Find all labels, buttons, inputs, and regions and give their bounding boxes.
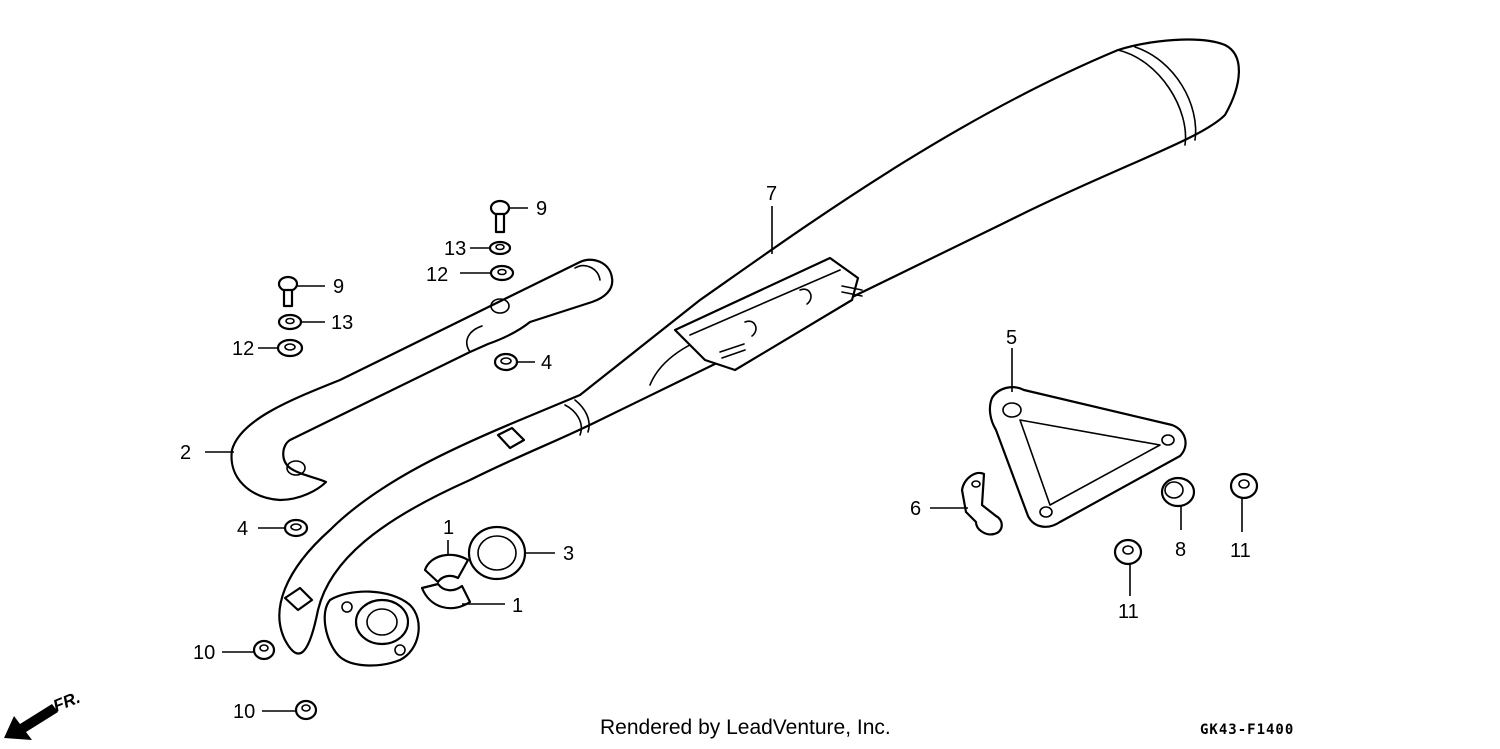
nut-part-11-left[interactable] (1113, 538, 1143, 566)
nut-part-4-lower[interactable] (283, 518, 309, 538)
callout-7: 7 (766, 183, 777, 205)
callout-1-lower: 1 (512, 595, 523, 617)
callout-11-left: 11 (1118, 601, 1139, 623)
front-direction-arrow: FR. (4, 688, 83, 740)
washer-part-13-lower[interactable] (277, 313, 303, 331)
callout-9-lower: 9 (333, 276, 344, 298)
callout-6: 6 (910, 498, 921, 520)
callout-4-lower: 4 (237, 518, 248, 540)
callout-11-right: 11 (1230, 540, 1251, 562)
washer-part-12-lower[interactable] (276, 338, 304, 358)
callout-9-upper: 9 (536, 198, 547, 220)
bracket-part-5[interactable] (988, 386, 1187, 528)
washer-part-13-upper[interactable] (488, 240, 512, 256)
callout-4-upper: 4 (541, 352, 552, 374)
callout-labels: 7 5 2 4 4 9 9 13 13 12 12 1 1 3 6 8 11 1… (180, 183, 1251, 723)
bolt-part-9-upper[interactable] (489, 199, 511, 234)
heat-shield-part-2[interactable] (230, 258, 614, 502)
callout-1-upper: 1 (443, 517, 454, 539)
washer-part-12-upper[interactable] (489, 264, 515, 282)
bolt-part-9-lower[interactable] (277, 275, 299, 308)
stay-part-6[interactable] (960, 471, 1003, 536)
nut-part-11-right[interactable] (1229, 472, 1259, 500)
callout-12-upper: 12 (426, 264, 448, 286)
ring-part-3[interactable] (467, 525, 527, 581)
nut-part-4-upper[interactable] (493, 352, 519, 372)
arrow-icon (4, 704, 58, 740)
callout-8: 8 (1175, 539, 1186, 561)
callout-2: 2 (180, 442, 191, 464)
nut-part-10-lower[interactable] (294, 699, 318, 721)
callout-13-upper: 13 (444, 238, 466, 260)
leader-lines (205, 206, 1243, 712)
gasket-part-1[interactable] (420, 553, 472, 610)
callout-10-lower: 10 (233, 701, 255, 723)
nut-part-10-upper[interactable] (252, 639, 276, 661)
callout-10-upper: 10 (193, 642, 215, 664)
diagram-code: GK43-F1400 (1200, 722, 1295, 738)
muffler-part-7[interactable] (278, 38, 1240, 667)
credit-text: Rendered by LeadVenture, Inc. (600, 716, 891, 739)
front-label: FR. (50, 688, 83, 716)
callout-5: 5 (1006, 327, 1017, 349)
callout-3: 3 (563, 543, 574, 565)
callout-13-lower: 13 (331, 312, 353, 334)
collar-part-8[interactable] (1160, 476, 1196, 508)
callout-12-lower: 12 (232, 338, 254, 360)
